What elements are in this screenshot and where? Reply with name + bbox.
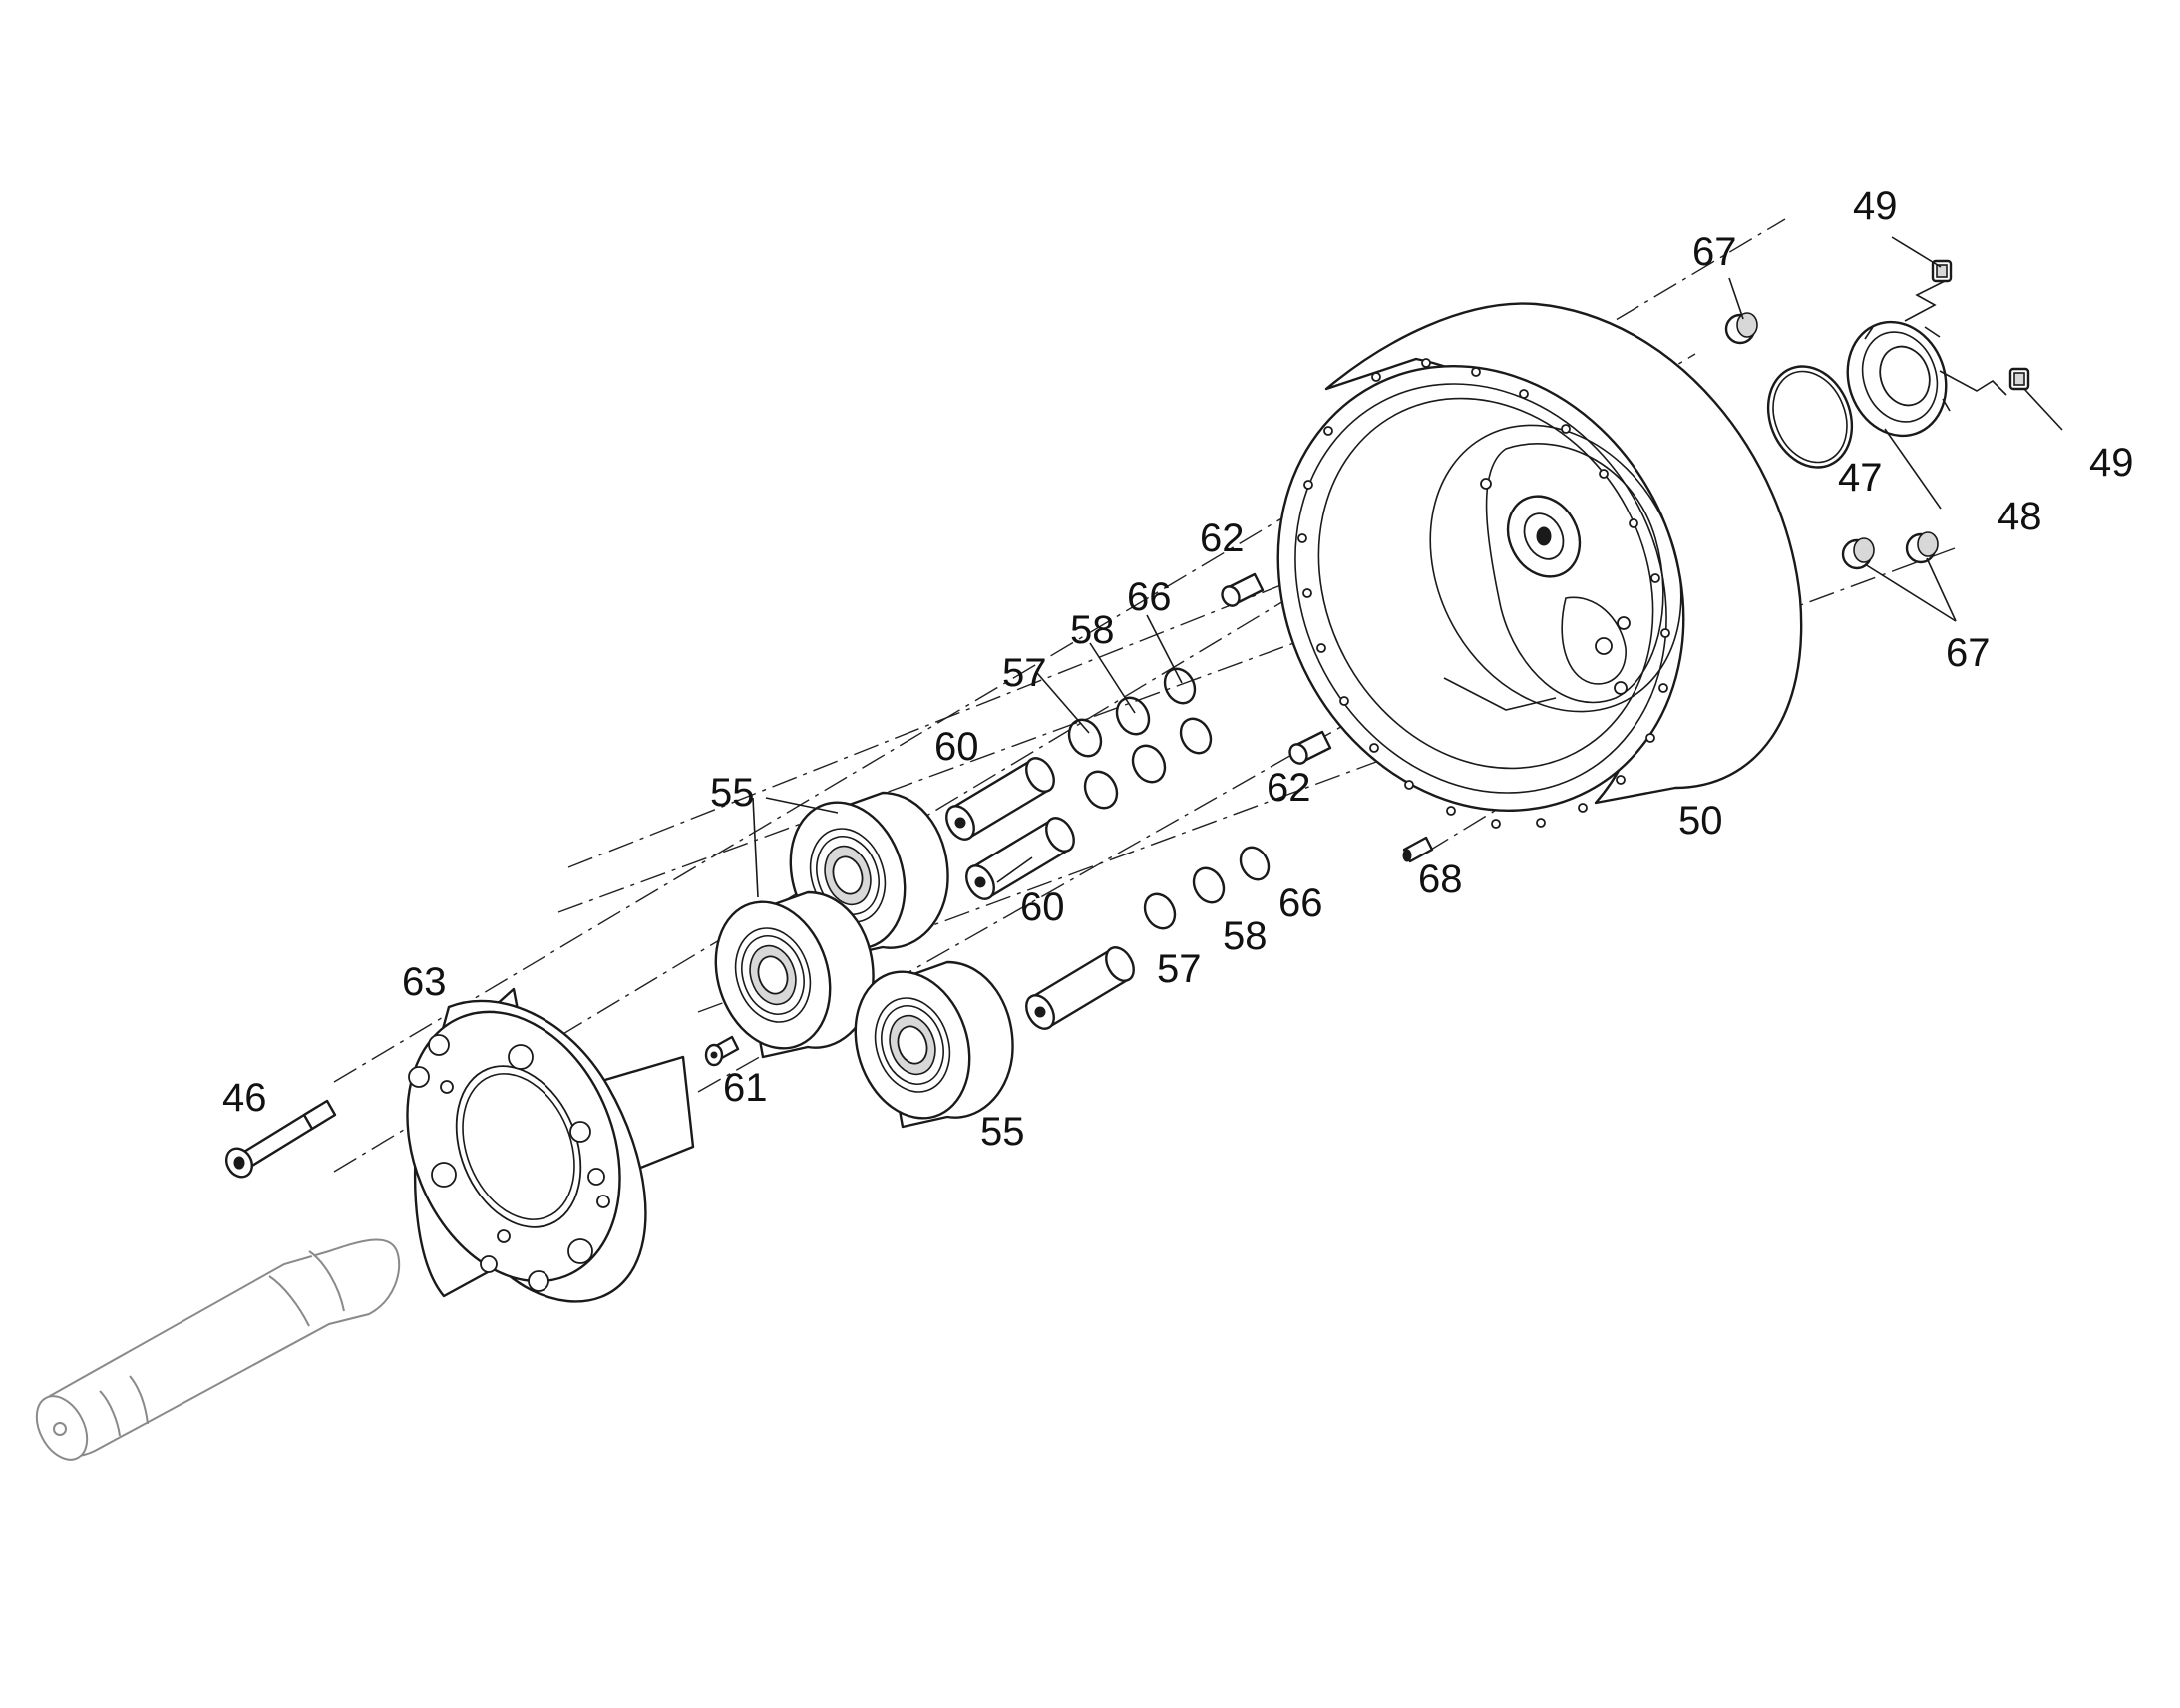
label-57-lower: 57 <box>1157 947 1202 991</box>
screw-49-right <box>2008 367 2030 391</box>
pin-62-top <box>1221 572 1265 607</box>
roller-55-lower <box>854 960 1014 1129</box>
rings-upper <box>1067 667 1213 810</box>
pin-62-bottom <box>1288 730 1332 765</box>
carrier-63 <box>406 987 695 1303</box>
label-67-right: 67 <box>1946 631 1991 675</box>
label-67-top: 67 <box>1692 230 1737 274</box>
label-50: 50 <box>1678 799 1723 843</box>
leaders <box>752 236 2063 898</box>
label-55-lower: 55 <box>980 1110 1025 1154</box>
rings-lower <box>1143 846 1271 930</box>
shaft <box>35 1238 401 1461</box>
plug-67-top <box>1724 312 1758 345</box>
pin-60-lower <box>1025 946 1135 1030</box>
part-labels: 49 67 49 47 48 62 66 58 57 67 60 55 62 5… <box>222 184 2134 1154</box>
label-60-lower: 60 <box>1020 885 1065 929</box>
label-49-right: 49 <box>2089 441 2134 485</box>
label-63: 63 <box>402 960 447 1004</box>
pin-60-upper-b <box>965 817 1075 900</box>
label-58-lower: 58 <box>1223 914 1268 958</box>
label-68: 68 <box>1418 857 1463 901</box>
pin-60-upper-a <box>945 757 1055 841</box>
label-66-lower: 66 <box>1278 881 1323 925</box>
o-ring-47 <box>1766 365 1854 469</box>
set-screw-68 <box>1402 836 1434 863</box>
housing-50 <box>1276 302 1803 829</box>
label-46: 46 <box>222 1076 267 1120</box>
screw-61 <box>704 1035 740 1067</box>
label-62-top: 62 <box>1200 516 1245 560</box>
label-60-upper: 60 <box>934 725 979 769</box>
flange-holes <box>1297 358 1670 829</box>
label-48: 48 <box>1998 495 2042 538</box>
plug-67-right-b <box>1905 531 1939 564</box>
label-55-upper: 55 <box>710 771 755 815</box>
label-49-top: 49 <box>1853 184 1898 228</box>
label-66-upper: 66 <box>1127 575 1172 619</box>
label-62-bottom: 62 <box>1267 766 1311 810</box>
cover-48 <box>1846 280 2007 438</box>
screw-46 <box>224 1099 337 1179</box>
label-47: 47 <box>1838 456 1883 500</box>
label-57-upper: 57 <box>1002 651 1047 695</box>
label-61: 61 <box>723 1066 768 1110</box>
label-58-upper: 58 <box>1070 608 1115 652</box>
screw-49-top <box>1931 259 1953 283</box>
roller-55-middle <box>714 890 875 1059</box>
plug-67-right-a <box>1841 537 1875 570</box>
